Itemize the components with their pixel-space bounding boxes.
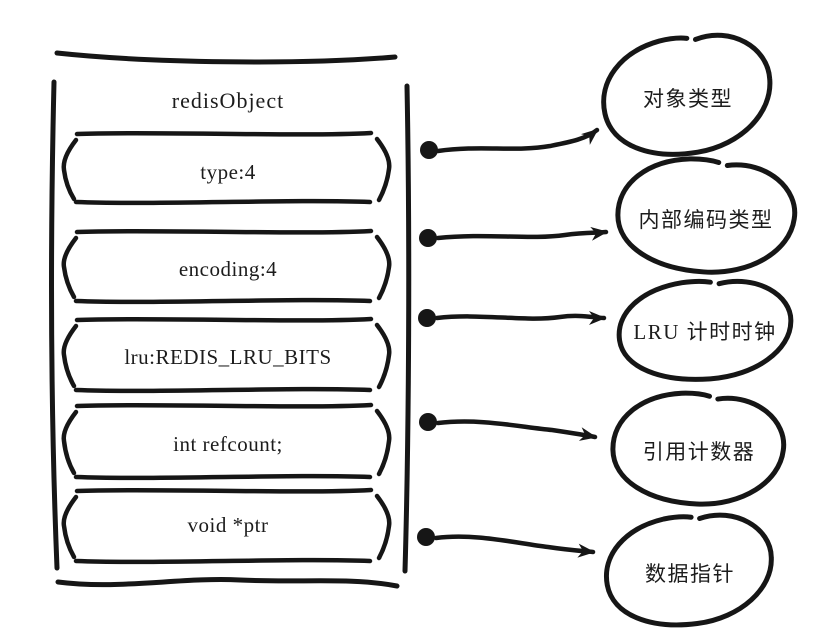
field-row-right-brace — [374, 408, 392, 477]
field-row-left-brace — [61, 235, 79, 300]
bubble-object-type — [596, 26, 779, 164]
annotation-refcount: 引用计数器 — [642, 440, 756, 464]
field-label-encoding: encoding:4 — [178, 257, 278, 281]
field-row-top — [74, 316, 374, 323]
annotation-object-type: 对象类型 — [643, 87, 733, 111]
field-row-bottom — [73, 473, 373, 481]
struct-title: redisObject — [171, 88, 285, 113]
field-row-top — [74, 130, 374, 137]
bubble-ptr — [601, 508, 778, 633]
field-row-top — [74, 487, 374, 494]
connector-dots — [417, 141, 438, 546]
struct-outline-right — [402, 83, 412, 574]
bubble-encoding — [613, 152, 798, 279]
field-row-bottom — [73, 386, 373, 394]
field-row-left-brace — [61, 409, 79, 476]
arrow-ptr — [433, 534, 596, 558]
struct-outline-top — [54, 50, 398, 65]
field-row-right-brace — [374, 234, 392, 301]
bubble-refcount — [609, 388, 787, 510]
arrow-refcount — [435, 419, 598, 441]
struct-outline-bottom — [55, 577, 400, 589]
connector-dot — [420, 141, 438, 159]
bubble-lru — [617, 277, 794, 384]
field-label-refcount: int refcount; — [173, 432, 283, 456]
field-row-left-brace — [61, 494, 79, 560]
connector-dot — [418, 309, 436, 327]
arrow-encoding — [435, 226, 609, 241]
field-row-borders — [61, 130, 392, 565]
connector-dot — [419, 229, 437, 247]
field-row-bottom — [73, 297, 373, 305]
field-label-ptr: void *ptr — [187, 513, 269, 537]
field-row-top — [74, 402, 374, 409]
annotation-lru: LRU 计时时钟 — [633, 320, 777, 344]
field-row-left-brace — [61, 137, 79, 202]
connector-dot — [417, 528, 435, 546]
field-row-top — [74, 228, 374, 235]
field-label-type: type:4 — [200, 160, 256, 184]
struct-outline-left — [49, 79, 60, 571]
struct-outline — [49, 50, 412, 589]
annotation-encoding: 内部编码类型 — [638, 208, 774, 232]
connector-dot — [419, 413, 437, 431]
field-row-right-brace — [374, 493, 392, 561]
annotation-ptr: 数据指针 — [645, 562, 735, 586]
field-row-right-brace — [374, 136, 392, 203]
annotation-bubbles — [596, 26, 799, 633]
arrow-object-type — [435, 127, 600, 154]
annotation-arrows — [433, 127, 609, 558]
field-row-right-brace — [374, 322, 392, 390]
field-row-bottom — [73, 557, 373, 565]
field-row-left-brace — [61, 323, 79, 389]
field-label-lru: lru:REDIS_LRU_BITS — [124, 345, 332, 369]
field-row-bottom — [73, 198, 373, 206]
arrow-lru — [434, 310, 607, 325]
